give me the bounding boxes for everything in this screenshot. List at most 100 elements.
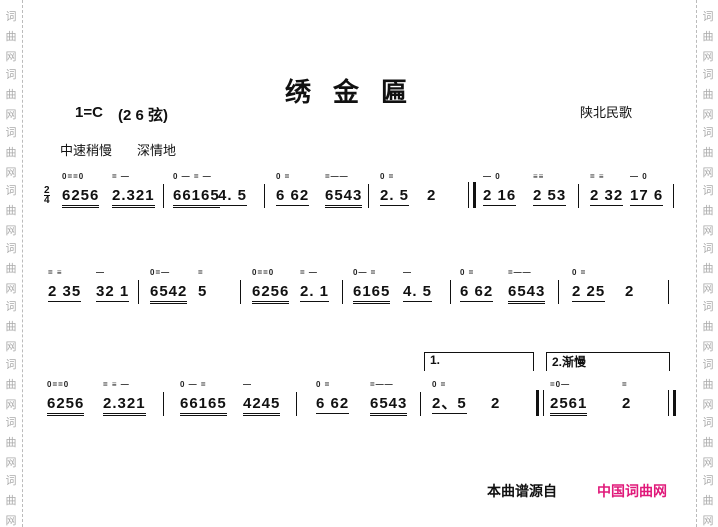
bowing-marks: — <box>243 380 252 389</box>
watermark-char: 网 <box>5 166 17 179</box>
bowing-marks: 0 — = — <box>173 172 212 181</box>
note-group: 2561 <box>550 396 588 416</box>
watermark-char: 曲 <box>5 494 17 507</box>
bowing-marks: = <box>622 380 628 389</box>
watermark-char: 词 <box>702 474 714 487</box>
note-group: 2 <box>427 187 437 204</box>
note-group: 66165 <box>180 396 227 416</box>
bowing-marks: — <box>96 268 105 277</box>
watermark-char: 词 <box>702 10 714 23</box>
bowing-marks: = — <box>300 268 318 277</box>
watermark-char: 网 <box>5 340 17 353</box>
watermark-char: 曲 <box>702 146 714 159</box>
bowing-marks: 0 = <box>316 380 331 389</box>
note-group: 4. 5 <box>218 187 248 206</box>
watermark-char: 词 <box>5 416 17 429</box>
source-label: 本曲谱源自 <box>487 484 557 500</box>
barline <box>668 280 669 304</box>
note-group: 4. 5 <box>403 283 433 302</box>
bowing-marks: 0 = <box>432 380 447 389</box>
watermark-char: 词 <box>702 416 714 429</box>
bowing-marks: 0 = <box>380 172 395 181</box>
watermark-char: 曲 <box>5 146 17 159</box>
note-group: 2 35 <box>48 283 82 302</box>
watermark-char: 词 <box>5 242 17 255</box>
barline <box>450 280 451 304</box>
watermark-char: 网 <box>702 514 714 527</box>
bowing-marks: =—— <box>508 268 532 277</box>
bowing-marks: — <box>403 268 412 277</box>
tuning: (2 6 弦) <box>118 107 169 124</box>
note-group: 5 <box>198 283 208 300</box>
watermark-char: 曲 <box>702 436 714 449</box>
final-barline <box>668 390 676 416</box>
note-group: 2 25 <box>572 283 606 302</box>
note-group: 32 1 <box>96 283 130 302</box>
watermark-char: 网 <box>702 340 714 353</box>
barline <box>240 280 241 304</box>
watermark-char: 词 <box>702 126 714 139</box>
watermark-char: 曲 <box>702 262 714 275</box>
note-group: 6 62 <box>276 187 310 206</box>
bowing-marks: = <box>198 268 204 277</box>
note-group: 2.321 <box>112 188 155 208</box>
barline <box>342 280 343 304</box>
watermark-char: 网 <box>702 224 714 237</box>
key-signature: 1=C <box>75 104 103 121</box>
origin: 陕北民歌 <box>580 106 633 121</box>
watermark-char: 词 <box>5 68 17 81</box>
watermark-char: 曲 <box>5 262 17 275</box>
barline <box>578 184 579 208</box>
watermark-char: 曲 <box>702 30 714 43</box>
repeat-start <box>468 182 476 208</box>
bowing-marks: 0 = <box>460 268 475 277</box>
watermark-char: 曲 <box>5 204 17 217</box>
watermark-char: 网 <box>702 50 714 63</box>
watermark-char: 曲 <box>702 88 714 101</box>
watermark-char: 网 <box>702 282 714 295</box>
watermark-char: 曲 <box>702 204 714 217</box>
note-group: 2.321 <box>103 396 146 416</box>
note-group: 6543 <box>370 396 408 416</box>
barline <box>558 280 559 304</box>
bowing-marks: =—— <box>325 172 349 181</box>
bowing-marks: 0==0 <box>252 268 275 277</box>
volta-first: 1. <box>424 352 534 371</box>
watermark-char: 词 <box>702 300 714 313</box>
bowing-marks: ≡≡ <box>533 172 545 181</box>
time-signature: 2 4 <box>44 186 50 206</box>
bowing-marks: = ≡ <box>590 172 605 181</box>
watermark-char: 词 <box>5 10 17 23</box>
repeat-end <box>536 390 544 416</box>
watermark-char: 词 <box>702 242 714 255</box>
bowing-marks: 0 — = <box>180 380 207 389</box>
bowing-marks: — 0 <box>483 172 501 181</box>
watermark-char: 网 <box>702 456 714 469</box>
tempo-marking: 中速稍慢 <box>60 144 113 159</box>
watermark-char: 词 <box>5 358 17 371</box>
barline <box>420 392 421 416</box>
bowing-marks: = ≡ — <box>103 380 130 389</box>
watermark-char: 曲 <box>702 378 714 391</box>
bowing-marks: = ≡ <box>48 268 63 277</box>
note-group: 17 6 <box>630 187 664 206</box>
watermark-char: 词 <box>702 184 714 197</box>
bowing-marks: =0— <box>550 380 571 389</box>
bowing-marks: =—— <box>370 380 394 389</box>
song-title: 绣金匾 <box>285 78 430 108</box>
note-group: 4245 <box>243 396 281 416</box>
note-group: 2 32 <box>590 187 624 206</box>
watermark-char: 曲 <box>5 436 17 449</box>
watermark-char: 网 <box>702 166 714 179</box>
bowing-marks: 0 = <box>572 268 587 277</box>
barline <box>368 184 369 208</box>
watermark-char: 词 <box>5 126 17 139</box>
bowing-marks: = — <box>112 172 130 181</box>
watermark-char: 曲 <box>702 494 714 507</box>
note-group: 6 62 <box>460 283 494 302</box>
site-link[interactable]: 中国词曲网 <box>597 484 667 500</box>
note-group: 2 <box>625 283 635 300</box>
bowing-marks: 0=— <box>150 268 171 277</box>
note-group: 2. 1 <box>300 283 330 302</box>
bowing-marks: — 0 <box>630 172 648 181</box>
